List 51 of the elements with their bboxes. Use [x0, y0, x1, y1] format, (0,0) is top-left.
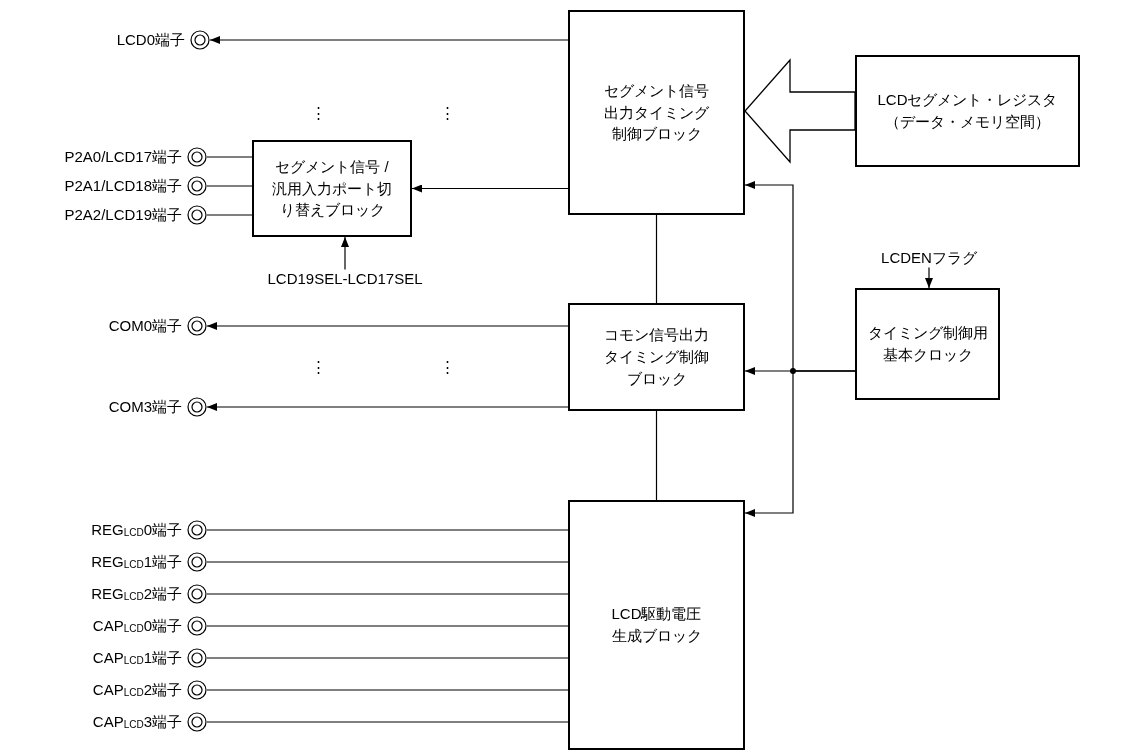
terminal-label: REG$_{LCD}$1端子: [91, 552, 182, 572]
connector-line: [206, 593, 569, 595]
block-box: [855, 55, 1080, 167]
connector-line: [206, 185, 253, 187]
terminal-label: P2A0/LCD17端子: [64, 147, 182, 167]
ellipsis-mark: ⋮: [439, 358, 455, 376]
arrow: [206, 403, 569, 411]
terminal-label: LCD0端子: [116, 30, 185, 50]
block-box: [568, 500, 745, 750]
terminal-label: COM0端子: [108, 316, 182, 336]
connector-line: [655, 410, 658, 501]
connector-line: [206, 657, 569, 659]
block-box: [568, 303, 745, 411]
ellipsis-mark: ⋮: [439, 104, 455, 122]
block-label: タイミング制御用基本クロック: [866, 323, 989, 365]
terminal-label: CAP$_{LCD}$2端子: [92, 680, 182, 700]
connector-line: [206, 561, 569, 563]
ellipsis-mark: ⋮: [310, 104, 326, 122]
block-box: [252, 140, 412, 237]
arrow: [341, 236, 349, 271]
terminal-label: REG$_{LCD}$2端子: [91, 584, 182, 604]
block-box: [568, 10, 745, 215]
block-label: コモン信号出力タイミング制御ブロック: [603, 325, 710, 389]
arrow: [411, 184, 569, 193]
signal-label: LCDENフラグ: [881, 248, 977, 268]
ellipsis-mark: ⋮: [310, 358, 326, 376]
connector-line: [206, 214, 253, 216]
block-arrow: [744, 58, 856, 164]
block-label: セグメント信号出力タイミング制御ブロック: [603, 80, 710, 145]
arrow: [925, 266, 933, 289]
terminal-label: COM3端子: [108, 397, 182, 417]
connector-line: [206, 156, 253, 158]
terminal-label: CAP$_{LCD}$3端子: [92, 712, 182, 732]
block-label: セグメント信号 /汎用入力ポート切り替えブロック: [271, 156, 393, 221]
terminal-label: P2A1/LCD18端子: [64, 176, 182, 196]
terminal-label: REG$_{LCD}$0端子: [91, 520, 182, 540]
terminal-label: P2A2/LCD19端子: [64, 205, 182, 225]
connector-line: [655, 214, 658, 304]
arrow: [744, 370, 856, 517]
connector-line: [206, 721, 569, 723]
signal-label: LCD19SEL-LCD17SEL: [267, 269, 423, 287]
arrow: [206, 322, 569, 330]
connector-line: [206, 529, 569, 531]
connector-line: [206, 625, 569, 627]
terminal-label: CAP$_{LCD}$0端子: [92, 616, 182, 636]
arrow: [209, 36, 569, 44]
connector-line: [206, 689, 569, 691]
block-label: LCDセグメント・レジスタ（データ・メモリ空間）: [876, 90, 1059, 132]
block-box: [855, 288, 1000, 400]
block-label: LCD駆動電圧生成ブロック: [610, 604, 703, 646]
terminal-label: CAP$_{LCD}$1端子: [92, 648, 182, 668]
